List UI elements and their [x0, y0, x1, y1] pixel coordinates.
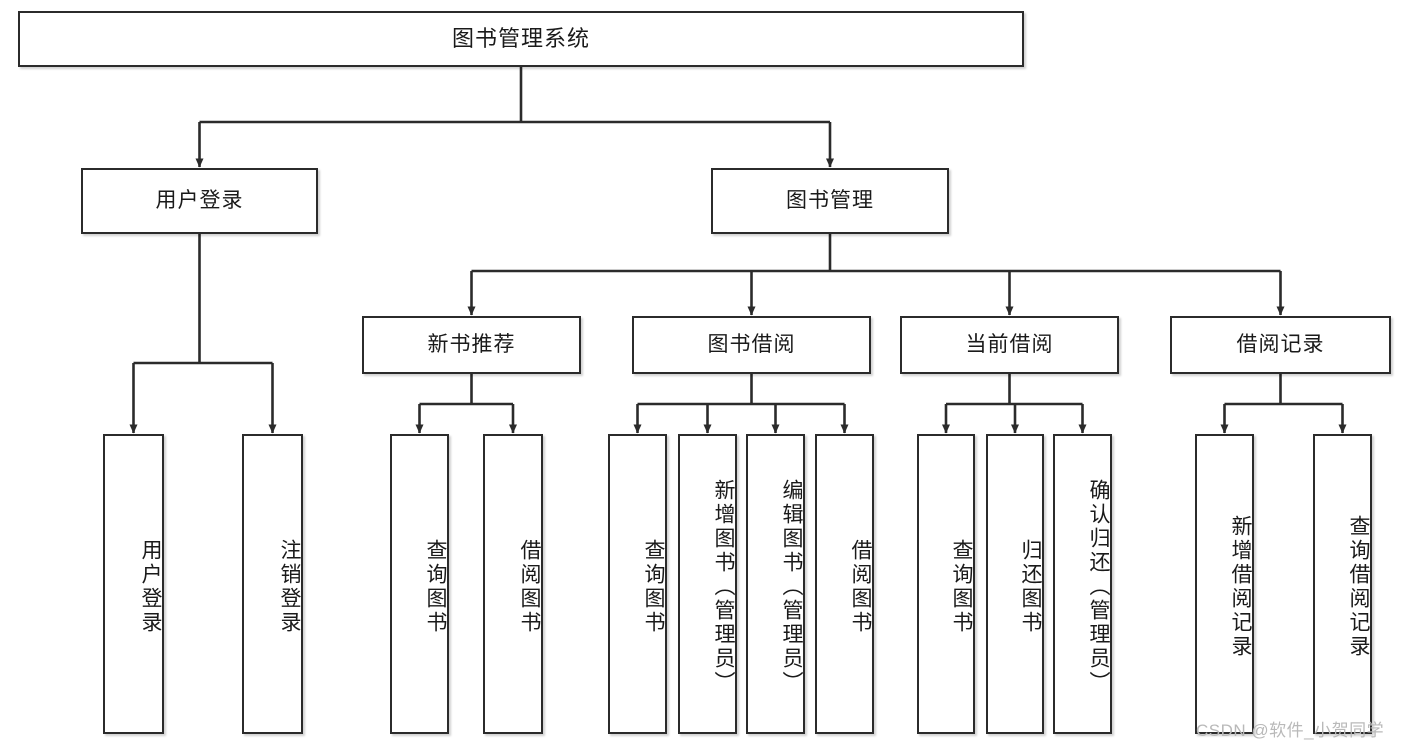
node-label: 图书借阅: [707, 333, 796, 357]
node-leaf-4-查询图书[interactable]: 查询图书: [608, 434, 667, 734]
node-leaf-2-查询图书[interactable]: 查询图书: [390, 434, 449, 734]
node-l3-新书推荐[interactable]: 新书推荐: [362, 316, 581, 374]
node-l3-借阅记录[interactable]: 借阅记录: [1170, 316, 1391, 374]
node-label: 借阅图书: [849, 539, 872, 635]
node-label: 查询借阅记录: [1347, 515, 1370, 659]
node-label: 图书管理: [786, 189, 874, 213]
node-leaf-10-确认归还（管理员）[interactable]: 确认归还（管理员）: [1053, 434, 1112, 734]
node-l3-图书借阅[interactable]: 图书借阅: [632, 316, 871, 374]
node-l2-图书管理[interactable]: 图书管理: [711, 168, 949, 234]
node-label: 图书管理系统: [451, 25, 590, 51]
node-label: 借阅图书: [518, 539, 541, 635]
node-leaf-8-查询图书[interactable]: 查询图书: [917, 434, 975, 734]
node-l2-用户登录[interactable]: 用户登录: [81, 168, 318, 234]
node-leaf-9-归还图书[interactable]: 归还图书: [986, 434, 1044, 734]
node-label: 编辑图书（管理员）: [780, 479, 803, 695]
node-label: 借阅记录: [1236, 333, 1325, 357]
node-label: 查询图书: [950, 539, 973, 635]
node-label: 用户登录: [155, 189, 244, 213]
node-label: 注销登录: [278, 539, 301, 635]
node-leaf-1-注销登录[interactable]: 注销登录: [242, 434, 303, 734]
node-leaf-5-新增图书（管理员）[interactable]: 新增图书（管理员）: [678, 434, 737, 734]
node-label: 新增图书（管理员）: [712, 479, 735, 695]
node-leaf-7-借阅图书[interactable]: 借阅图书: [815, 434, 874, 734]
node-label: 当前借阅: [965, 333, 1054, 357]
node-label: 确认归还（管理员）: [1087, 479, 1110, 695]
node-l3-当前借阅[interactable]: 当前借阅: [900, 316, 1119, 374]
csdn-watermark: CSDN @软件_小贺同学: [1196, 721, 1385, 740]
node-leaf-12-查询借阅记录[interactable]: 查询借阅记录: [1313, 434, 1372, 734]
node-root-图书管理系统[interactable]: 图书管理系统: [18, 11, 1024, 67]
node-leaf-6-编辑图书（管理员）[interactable]: 编辑图书（管理员）: [746, 434, 805, 734]
node-leaf-0-用户登录[interactable]: 用户登录: [103, 434, 164, 734]
node-leaf-11-新增借阅记录[interactable]: 新增借阅记录: [1195, 434, 1254, 734]
node-label: 新增借阅记录: [1229, 515, 1252, 659]
node-label: 新书推荐: [427, 333, 516, 357]
node-label: 查询图书: [642, 539, 665, 635]
node-label: 归还图书: [1019, 539, 1042, 635]
node-label: 查询图书: [424, 539, 447, 635]
node-leaf-3-借阅图书[interactable]: 借阅图书: [483, 434, 543, 734]
node-label: 用户登录: [139, 539, 162, 635]
